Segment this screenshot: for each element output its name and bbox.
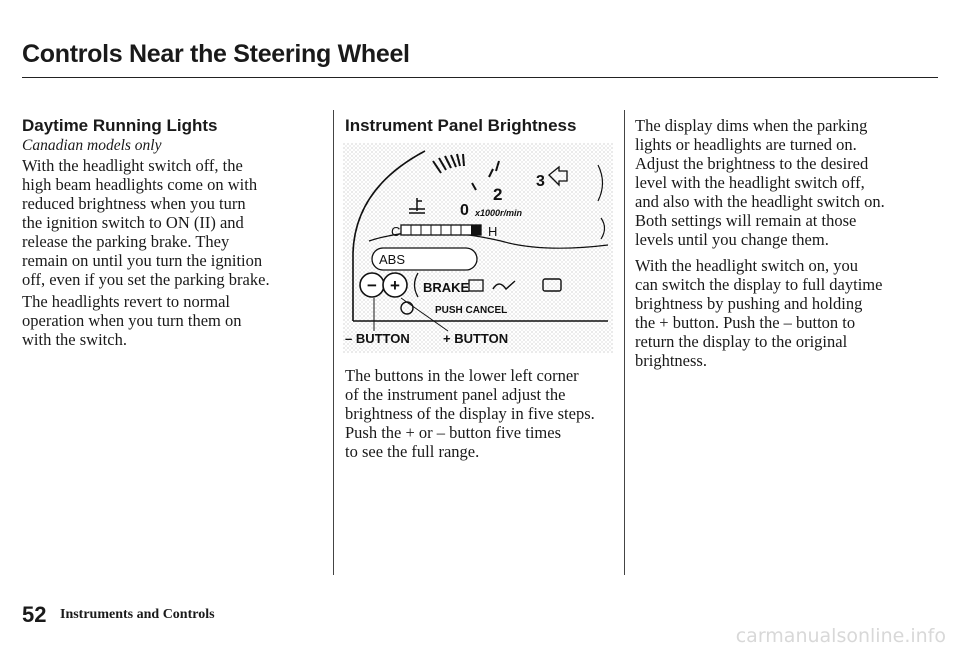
text-line: lights or headlights are turned on. bbox=[635, 135, 857, 154]
column-divider-left bbox=[333, 110, 334, 575]
abs-indicator bbox=[371, 247, 478, 271]
oil-pressure-icon bbox=[492, 280, 516, 291]
tachometer-ticks bbox=[432, 153, 500, 191]
instrument-panel-illustration: 2 3 0 x1000r/min C H ABS − + BRAKE bbox=[343, 143, 613, 353]
daytime-running-lights-para-1: With the headlight switch off, the high … bbox=[22, 156, 270, 289]
text-line: Both settings will remain at those bbox=[635, 211, 857, 230]
hot-mark: H bbox=[488, 224, 497, 239]
temperature-bar-fill bbox=[471, 225, 481, 235]
text-line: brightness. bbox=[635, 351, 707, 370]
gauge-number-2: 2 bbox=[493, 185, 502, 204]
text-line: With the headlight switch off, the bbox=[22, 156, 243, 175]
minus-button-label: – BUTTON bbox=[345, 331, 410, 346]
battery-warning-icon bbox=[468, 279, 484, 292]
page-title: Controls Near the Steering Wheel bbox=[22, 40, 410, 68]
text-line: can switch the display to full daytime bbox=[635, 275, 883, 294]
text-line: the ignition switch to ON (II) and bbox=[22, 213, 244, 232]
display-dims-para: The display dims when the parking lights… bbox=[635, 116, 885, 249]
text-line: brightness of the display in five steps. bbox=[345, 404, 595, 423]
text-line: of the instrument panel adjust the bbox=[345, 385, 566, 404]
text-line: high beam headlights come on with bbox=[22, 175, 258, 194]
brake-warning-label: BRAKE bbox=[423, 280, 470, 295]
check-engine-icon bbox=[542, 278, 562, 292]
text-line: to see the full range. bbox=[345, 442, 480, 461]
gauge-number-0: 0 bbox=[460, 202, 469, 219]
section-footer: Instruments and Controls bbox=[60, 607, 215, 622]
text-line: operation when you turn them on bbox=[22, 311, 242, 330]
text-line: reduced brightness when you turn bbox=[22, 194, 246, 213]
daytime-running-lights-para-2: The headlights revert to normal operatio… bbox=[22, 292, 242, 349]
text-line: Adjust the brightness to the desired bbox=[635, 154, 869, 173]
minus-symbol: − bbox=[367, 276, 377, 295]
plus-button-label: + BUTTON bbox=[443, 331, 508, 346]
plus-leader-line bbox=[400, 297, 449, 332]
text-line: brightness by pushing and holding bbox=[635, 294, 863, 313]
right-bracket-1 bbox=[597, 164, 604, 202]
daytime-running-lights-heading: Daytime Running Lights bbox=[22, 116, 218, 135]
rpm-unit-label: x1000r/min bbox=[474, 208, 523, 218]
text-line: and also with the headlight switch on. bbox=[635, 192, 885, 211]
text-line: The display dims when the parking bbox=[635, 116, 868, 135]
text-line: Push the + or – button five times bbox=[345, 423, 561, 442]
text-line: With the headlight switch on, you bbox=[635, 256, 858, 275]
instrument-panel-drawing: 2 3 0 x1000r/min C H ABS − + BRAKE bbox=[343, 143, 613, 353]
plus-button-drawing bbox=[382, 272, 408, 298]
full-daytime-brightness-para: With the headlight switch on, you can sw… bbox=[635, 256, 882, 370]
instrument-panel-brightness-para: The buttons in the lower left corner of … bbox=[345, 366, 595, 461]
right-bracket-2 bbox=[600, 217, 606, 240]
plus-symbol: + bbox=[390, 276, 400, 295]
coolant-temperature-icon bbox=[409, 198, 425, 214]
text-line: remain on until you turn the ignition bbox=[22, 251, 263, 270]
push-cancel-label: PUSH CANCEL bbox=[435, 305, 507, 316]
text-line: with the switch. bbox=[22, 330, 127, 349]
text-line: The headlights revert to normal bbox=[22, 292, 231, 311]
instrument-panel-brightness-heading: Instrument Panel Brightness bbox=[345, 116, 577, 135]
panel-outline bbox=[352, 150, 426, 321]
text-line: levels until you change them. bbox=[635, 230, 829, 249]
page-number: 52 bbox=[22, 602, 47, 627]
text-line: return the display to the original bbox=[635, 332, 848, 351]
text-line: the + button. Push the – button to bbox=[635, 313, 856, 332]
watermark: carmanualsonline.info bbox=[735, 625, 946, 647]
column-divider-right bbox=[624, 110, 625, 575]
text-line: release the parking brake. They bbox=[22, 232, 230, 251]
text-line: off, even if you set the parking brake. bbox=[22, 270, 270, 289]
turn-signal-arrow-icon bbox=[548, 165, 568, 187]
abs-label: ABS bbox=[379, 252, 405, 267]
text-line: The buttons in the lower left corner bbox=[345, 366, 579, 385]
indicator-row-bracket bbox=[413, 272, 419, 298]
gauge-number-3: 3 bbox=[536, 173, 545, 190]
text-line: level with the headlight switch off, bbox=[635, 173, 865, 192]
temperature-bar-segments bbox=[410, 225, 462, 235]
canadian-models-note: Canadian models only bbox=[22, 137, 162, 154]
cold-mark: C bbox=[391, 224, 400, 239]
title-rule bbox=[22, 77, 938, 78]
